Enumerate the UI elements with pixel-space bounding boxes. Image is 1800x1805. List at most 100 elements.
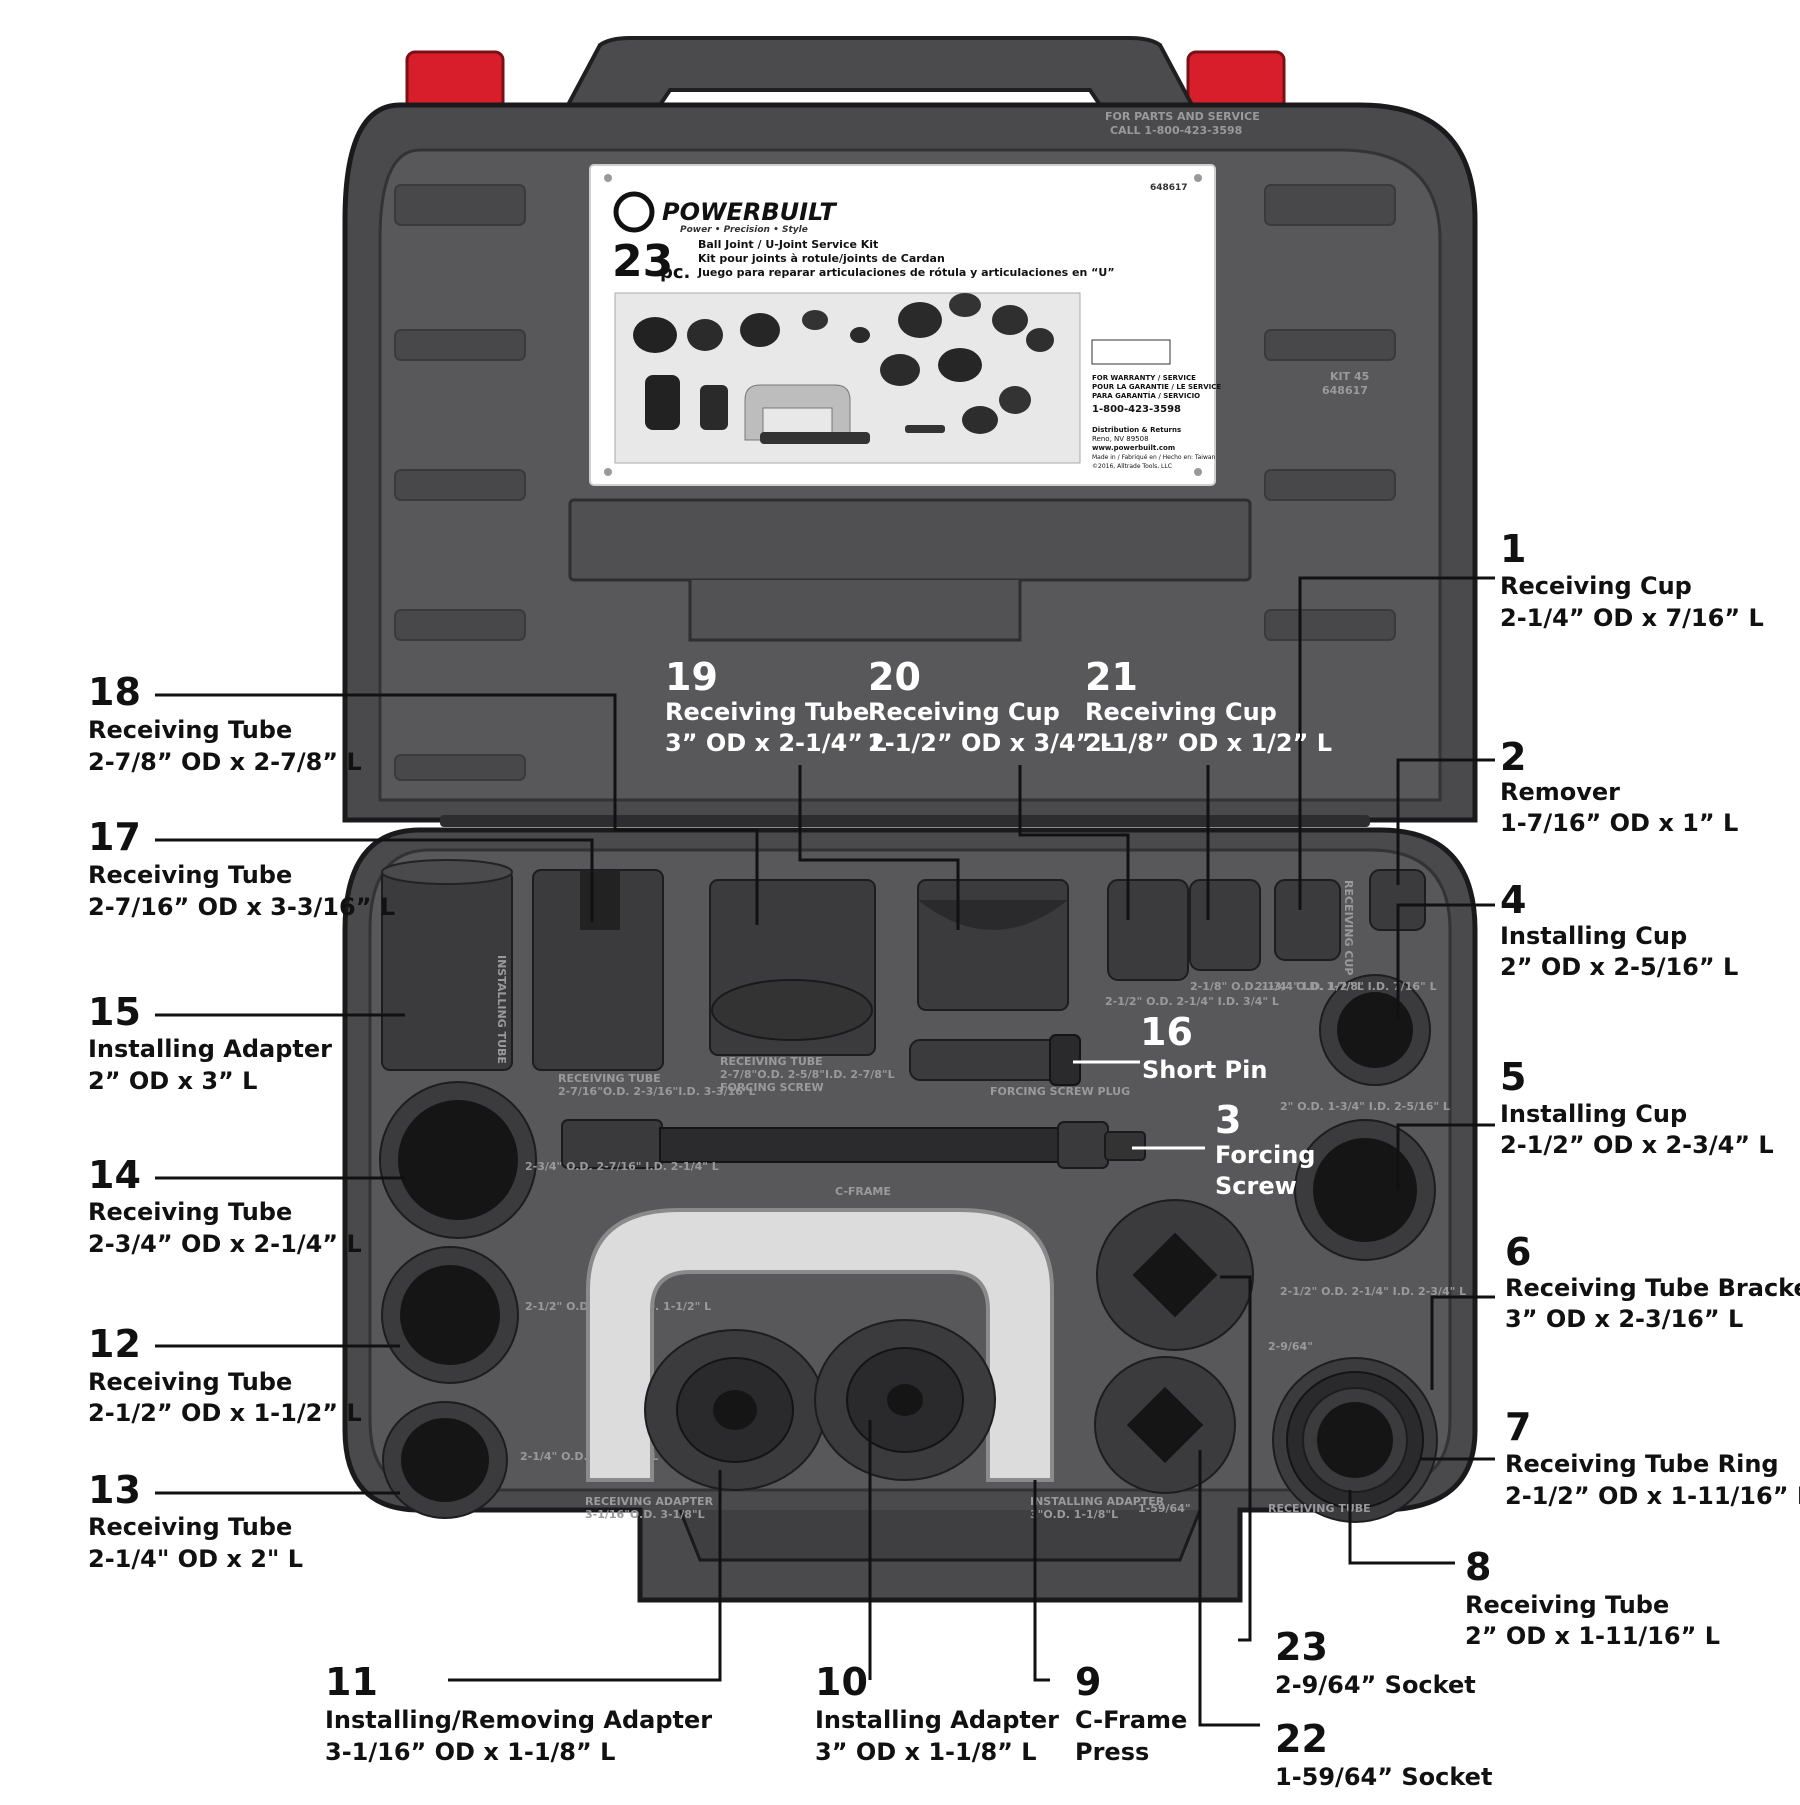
mold-forcing-screw-plug: FORCING SCREW PLUG: [990, 1085, 1130, 1098]
callout-12-name: Receiving Tube: [88, 1368, 292, 1396]
callout-17-number: 17: [88, 815, 141, 859]
callouts: 1 Receiving Cup 2-1/4” OD x 7/16” L 2 Re…: [88, 527, 1800, 1791]
leader-4: [1396, 903, 1495, 1020]
callout-9-size: Press: [1075, 1738, 1149, 1766]
callout-16-number: 16: [1140, 1010, 1193, 1054]
leader-9: [1033, 1480, 1050, 1682]
callout-3-number: 3: [1215, 1098, 1241, 1142]
callout-9-name: C-Frame: [1075, 1706, 1187, 1734]
callout-21-name: Receiving Cup: [1085, 698, 1277, 726]
leader-2: [1396, 758, 1495, 885]
part-18-receiving-tube: [917, 879, 1069, 1011]
callout-8-size: 2” OD x 1-11/16” L: [1465, 1622, 1720, 1650]
callout-3-name: Forcing: [1215, 1141, 1315, 1169]
callout-6-number: 6: [1505, 1230, 1531, 1274]
leader-17: [155, 838, 594, 922]
mold-size-e: 2-1/2" O.D. 2-1/4" I.D. 2-3/4" L: [1280, 1285, 1466, 1298]
callout-2-size: 1-7/16” OD x 1” L: [1500, 809, 1738, 837]
callout-1-name: Receiving Cup: [1500, 572, 1692, 600]
mold-receiving-tube-b-dims: 2-7/16"O.D. 2-3/16"I.D. 3-3/16"L: [558, 1085, 756, 1098]
label-count-unit: pc.: [660, 262, 690, 283]
mold-installing-adapter-dims: 3"O.D. 1-1/8"L: [1030, 1508, 1118, 1521]
callout-5-size: 2-1/2” OD x 2-3/4” L: [1500, 1131, 1774, 1159]
mold-size-a: 2-3/4" O.D. 2-7/16" I.D. 2-1/4" L: [525, 1160, 719, 1173]
callout-6-name: Receiving Tube Bracket: [1505, 1274, 1800, 1302]
label-part-no: 648617: [1150, 183, 1188, 193]
callout-7-size: 2-1/2” OD x 1-11/16” L: [1505, 1482, 1800, 1510]
callout-21-number: 21: [1085, 655, 1138, 699]
mold-parts-service: FOR PARTS AND SERVICE: [1105, 110, 1260, 123]
label-title-en: Ball Joint / U-Joint Service Kit: [698, 238, 878, 251]
callout-4-number: 4: [1500, 878, 1526, 922]
part-9-c-frame: [586, 1208, 1054, 1482]
label-website: www.powerbuilt.com: [1092, 444, 1175, 452]
callout-15-number: 15: [88, 990, 141, 1034]
label-dist: Distribution & Returns: [1092, 426, 1181, 434]
product-label-card: POWERBUILT Power • Precision • Style 648…: [589, 164, 1221, 486]
mold-receiving-tube-b: RECEIVING TUBE: [558, 1072, 661, 1085]
tray-parts: INSTALLING TUBE FORCING SCREW PLUG: [379, 859, 1466, 1523]
callout-15-name: Installing Adapter: [88, 1035, 332, 1063]
callout-2-name: Remover: [1500, 778, 1620, 806]
lid-bar: [568, 498, 1252, 582]
label-warranty: FOR WARRANTY / SERVICE: [1092, 374, 1196, 382]
mold-installing-adapter: INSTALLING ADAPTER: [1030, 1495, 1165, 1508]
callout-11-number: 11: [325, 1660, 378, 1704]
part-20-receiving-cup: [1107, 879, 1189, 981]
label-warranty-es: PARA GARANTÍA / SERVICIO: [1092, 391, 1200, 400]
mold-c-frame: C-FRAME: [835, 1185, 891, 1198]
label-screw: [1194, 468, 1202, 476]
label-title-fr: Kit pour joints à rotule/joints de Carda…: [698, 252, 945, 265]
callout-14-name: Receiving Tube: [88, 1198, 292, 1226]
label-phone: 1-800-423-3598: [1092, 404, 1181, 415]
part-1-receiving-cup: [1274, 879, 1341, 961]
case-hinge: [440, 815, 1370, 827]
mold-receiving-tube-a: RECEIVING TUBE: [720, 1055, 823, 1068]
callout-22-name: 1-59/64” Socket: [1275, 1763, 1492, 1791]
mold-socket-a: 1-59/64": [1138, 1502, 1191, 1515]
callout-7-name: Receiving Tube Ring: [1505, 1450, 1779, 1478]
part-3-forcing-screw: [561, 1119, 1146, 1169]
safety-goggles-icon: [1091, 339, 1171, 365]
callout-19-size: 3” OD x 2-1/4” L: [665, 729, 887, 757]
leader-8: [1348, 1490, 1455, 1565]
callout-8-number: 8: [1465, 1545, 1491, 1589]
lid-notch: [688, 580, 1022, 642]
part-21-receiving-cup: [1189, 879, 1261, 971]
callout-6-size: 3” OD x 2-3/16” L: [1505, 1305, 1743, 1333]
mold-receiving-cup: RECEIVING CUP: [1342, 880, 1355, 975]
callout-3-size: Screw: [1215, 1172, 1297, 1200]
callout-23-name: 2-9/64” Socket: [1275, 1671, 1476, 1699]
callout-11-name: Installing/Removing Adapter: [325, 1706, 712, 1734]
callout-14-size: 2-3/4” OD x 2-1/4” L: [88, 1230, 362, 1258]
leader-11: [448, 1470, 722, 1682]
label-tagline: Power • Precision • Style: [680, 225, 808, 235]
powerbuilt-logo-icon: [613, 191, 655, 233]
mold-receiving-tube-a-dims: 2-7/8"O.D. 2-5/8"I.D. 2-7/8"L: [720, 1068, 895, 1081]
callout-1-number: 1: [1500, 527, 1526, 571]
lid-recess: [1264, 609, 1396, 641]
callout-4-size: 2” OD x 2-5/16” L: [1500, 953, 1738, 981]
label-count: 23: [612, 236, 673, 287]
callout-23-number: 23: [1275, 1625, 1328, 1669]
mold-size-g: 2-1/8" O.D. 1-3/4" I.D. 1/2" L: [1190, 980, 1364, 993]
leader-1: [1298, 576, 1495, 910]
leader-23: [1220, 1275, 1252, 1642]
lid-recess: [394, 329, 526, 361]
callout-22-number: 22: [1275, 1717, 1328, 1761]
lid-recess: [394, 469, 526, 501]
leader-5: [1396, 1123, 1495, 1190]
leader-20: [1018, 765, 1130, 920]
label-warranty-fr: POUR LA GARANTIE / LE SERVICE: [1092, 383, 1221, 391]
label-screw: [1194, 174, 1202, 182]
mold-socket-b: 2-9/64": [1268, 1340, 1313, 1353]
callout-18-size: 2-7/8” OD x 2-7/8” L: [88, 748, 362, 776]
callout-10-name: Installing Adapter: [815, 1706, 1059, 1734]
label-screw: [604, 468, 612, 476]
bottom-handle: [678, 1509, 1202, 1562]
mold-kit-no: KIT 45: [1330, 370, 1369, 383]
mold-size-f: 2-1/4" O.D. 1-7/8" I.D. 7/16" L: [1255, 980, 1437, 993]
callout-19-name: Receiving Tube: [665, 698, 869, 726]
